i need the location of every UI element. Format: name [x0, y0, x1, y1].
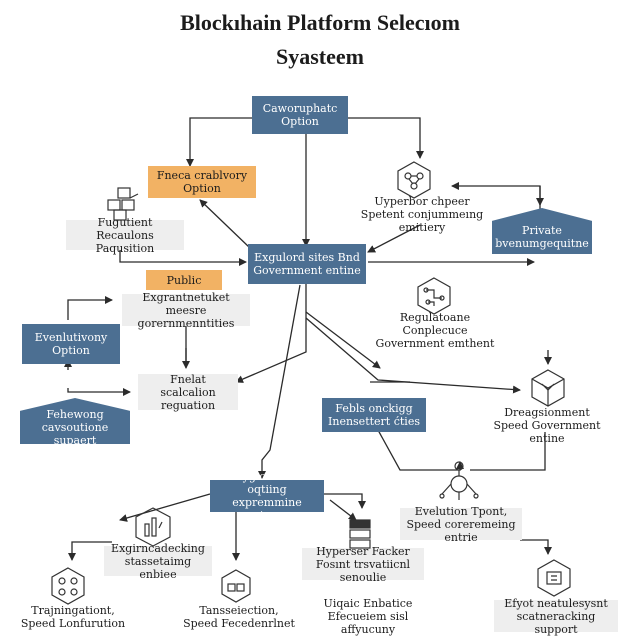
node-fnelat: Fnelat scalcalion reguation [138, 373, 238, 412]
node-fiscal-option: Fneca crablvory Option [148, 166, 256, 198]
node-central: Exgulord sites Bnd Government entine [248, 244, 366, 284]
hexagon-network-icon [394, 160, 434, 200]
node-trajningation: Trajningationt, Speed Lonfurution [20, 604, 126, 630]
node-fehewong: Fehewong cavsoutione supaert [20, 398, 130, 444]
node-tansseiection: Tansseiection, Speed Fecedenrlnet [183, 604, 295, 630]
node-exgrantnetuket: Exgrantnetuket meesre gorernmenntities [122, 291, 250, 330]
node-hyglochtion: Hyglochtion oqtiing expremmine natcres [210, 470, 324, 522]
node-top-option: Caworuphatc Option [252, 96, 348, 134]
node-public: Public [146, 270, 222, 290]
cubes-icon [104, 184, 144, 224]
cube-arrows-icon [528, 366, 568, 408]
node-requisition: Fugutient Recaulons Paqusition [66, 216, 184, 255]
node-dreagsionment: Dreagsionment Speed Government entine [493, 405, 601, 445]
node-private: Private bvenumgequitne [492, 208, 592, 254]
node-regulatione: Regulatoane Conplecuce Government emthen… [375, 310, 495, 350]
diagram-title: Blockıhain Platform Selecıom [180, 10, 460, 35]
node-uiqaic: Uiqaic Enbatice Efecueiem sisl affyucuny [323, 596, 413, 636]
node-efyot: Efyot neatulesysnt scatneracking support [494, 597, 618, 636]
node-evolutionary-option: Evenlutivony Option [22, 324, 120, 364]
node-febls: Febls onckigg Inensettert ćties [322, 398, 426, 432]
node-evelution: Evelution Tpont, Speed coreremeing entri… [400, 505, 522, 544]
server-stack-icon [344, 516, 376, 552]
diagram-title-line2: Syasteem [276, 44, 364, 69]
node-network-icon [436, 458, 482, 502]
hexagon-nodes-icon [48, 566, 88, 606]
node-hyperser: Hyperser Facker Fosınt trsvatiicnl senou… [302, 545, 424, 584]
hexagon-circuit-icon [414, 276, 454, 316]
node-exgirnca: Exgirncadecking stassetaimg enbiee [104, 542, 212, 581]
hexagon-bars-icon [132, 506, 174, 548]
node-uyper-spetert: Uyperbor chpeer Spetent conjummeıng emit… [360, 194, 484, 234]
hexagon-coin-icon [534, 558, 574, 598]
cube-stack-icon [216, 566, 256, 606]
